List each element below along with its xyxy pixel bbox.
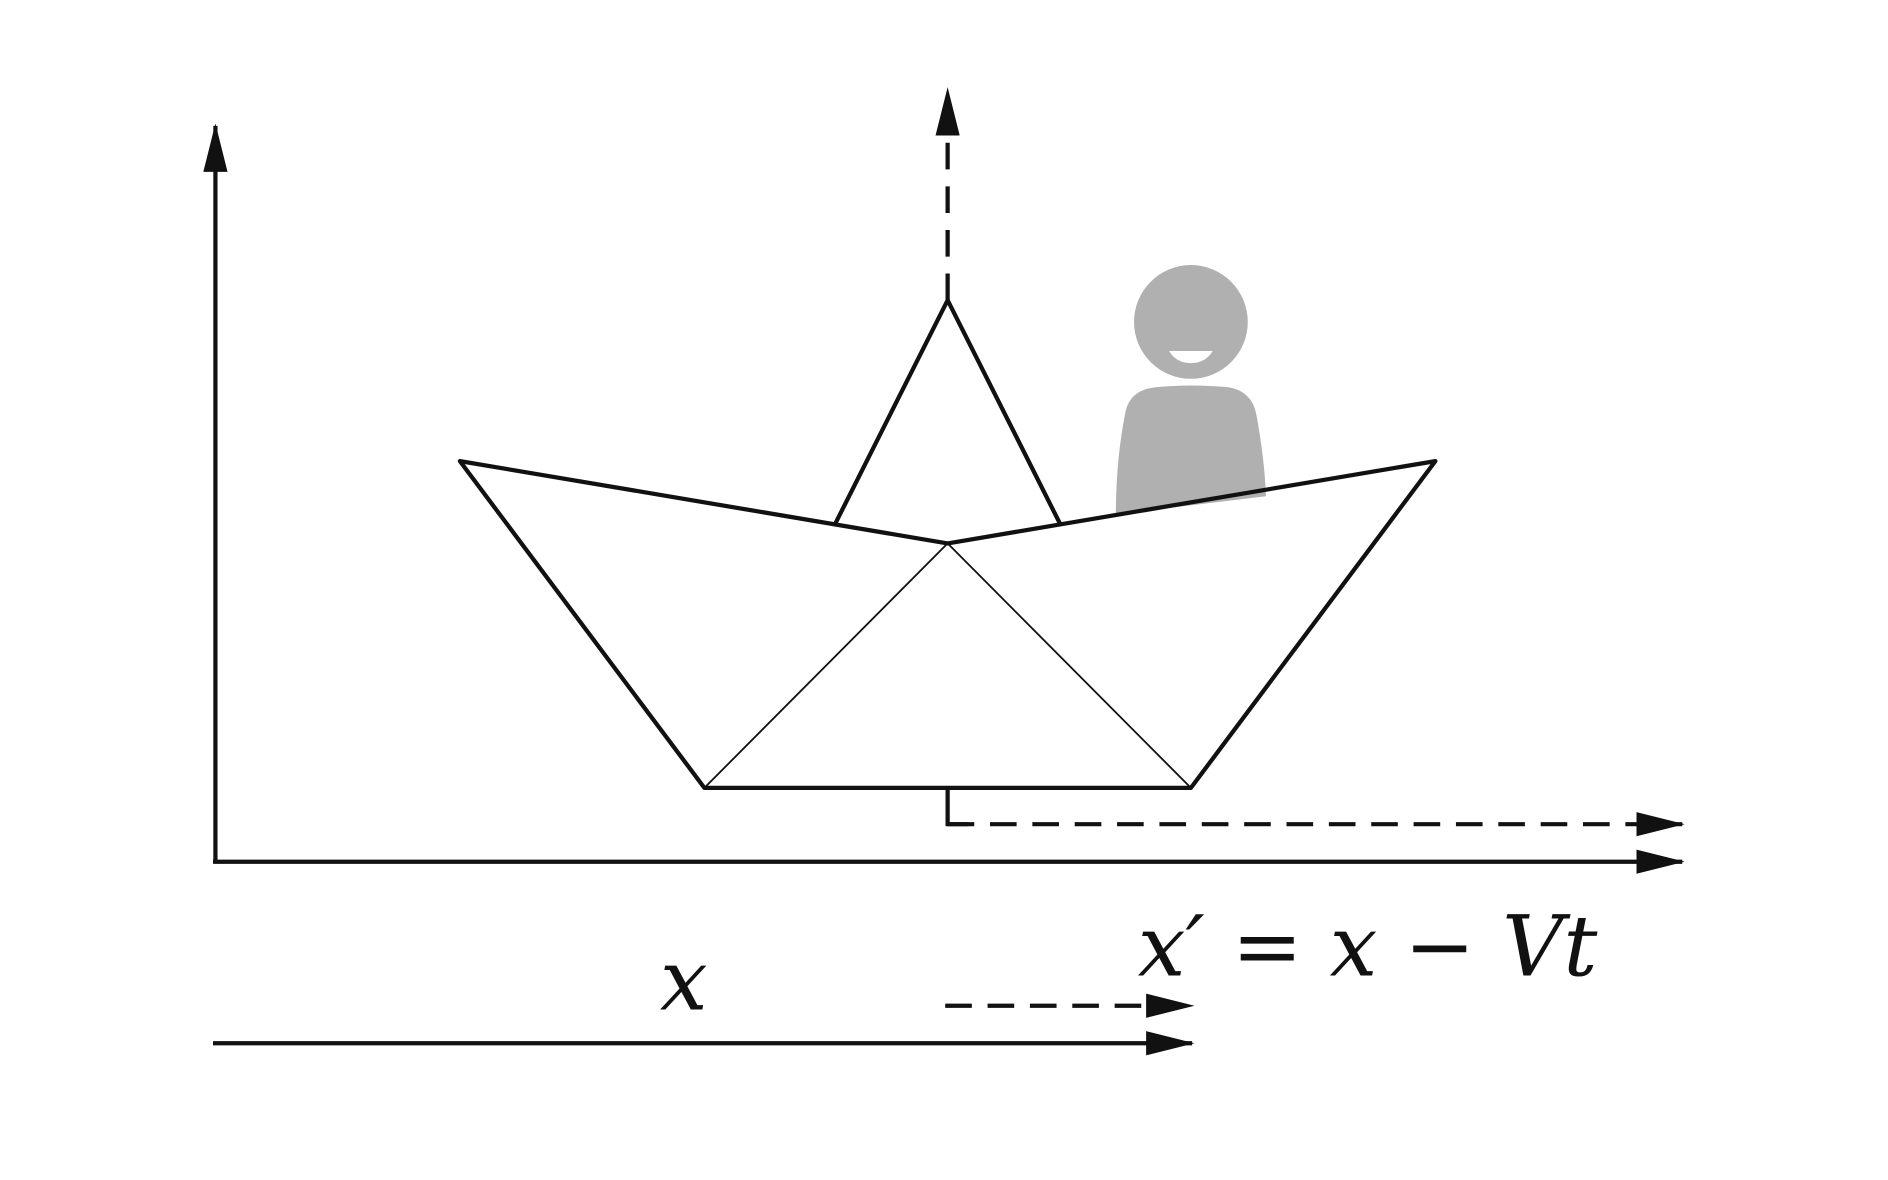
moving-x-axis — [945, 787, 969, 827]
boat-hull — [457, 458, 1438, 790]
paper-boat — [457, 298, 1438, 790]
person-icon — [1115, 265, 1266, 515]
rest-frame-label: x — [660, 930, 708, 1029]
boat-sail — [833, 298, 1063, 525]
moving-frame-label: x′ = x − Vt — [1138, 896, 1599, 995]
